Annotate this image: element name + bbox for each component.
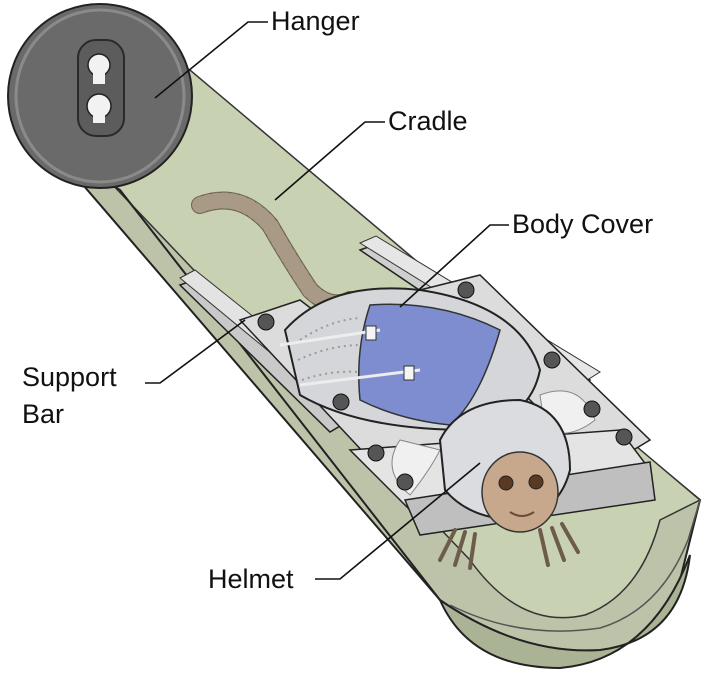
tube-end-opening xyxy=(437,554,691,670)
leader-lines xyxy=(145,21,509,580)
support-bar-label-line1: Support xyxy=(22,362,117,392)
leader-hanger xyxy=(154,21,268,99)
helmet-assembly xyxy=(391,390,596,570)
hanger-slot-bottom xyxy=(93,113,105,123)
monkey-hand-left xyxy=(438,528,477,570)
support-bar-label: Support Bar xyxy=(22,364,117,428)
cradle-label: Cradle xyxy=(388,106,468,136)
bolt xyxy=(257,313,275,331)
strap-clip-1 xyxy=(365,325,377,341)
leader-cradle xyxy=(274,121,385,201)
helmet-label: Helmet xyxy=(208,564,294,594)
hanger xyxy=(7,3,193,189)
monkey-hand-right xyxy=(538,522,580,567)
body-cover xyxy=(279,287,542,432)
bolt xyxy=(332,393,350,411)
bolt xyxy=(543,351,561,369)
leader-body-cover xyxy=(399,224,509,308)
strap-clip-2 xyxy=(403,365,415,381)
bolt xyxy=(396,473,414,491)
mounting-bolts xyxy=(257,281,633,491)
bolt xyxy=(457,281,475,299)
support-bar-label-line2: Bar xyxy=(22,399,65,429)
hanger-slot-top xyxy=(93,72,105,84)
monkey-mouth xyxy=(509,511,535,517)
bolt xyxy=(367,444,385,462)
tube-end-inner xyxy=(449,499,701,632)
monkey-eye-right xyxy=(528,474,544,490)
body-cover-perforations xyxy=(297,317,363,381)
hanger-disc-edge xyxy=(14,8,186,184)
monkey-eye-left xyxy=(498,475,514,491)
monkey-face xyxy=(481,451,559,533)
leader-helmet xyxy=(315,462,481,580)
body-cover-strap xyxy=(279,328,421,387)
hanger-label: Hanger xyxy=(271,6,360,36)
leader-support-bar xyxy=(145,319,246,384)
bolt xyxy=(615,428,633,446)
body-cover-label: Body Cover xyxy=(512,209,654,239)
bolt xyxy=(583,400,601,418)
